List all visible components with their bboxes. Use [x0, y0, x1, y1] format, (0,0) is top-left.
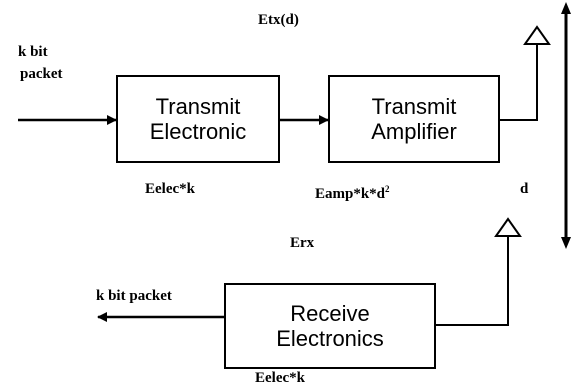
transmit-amplifier-line1: Transmit — [371, 94, 457, 119]
distance-arrow-up-head — [561, 2, 571, 14]
output-label: k bit packet — [96, 288, 172, 304]
receive-antenna-icon — [494, 217, 522, 237]
transmit-antenna-feed — [500, 44, 538, 121]
receive-electronics-line1: Receive — [290, 301, 370, 326]
receive-electronics-line2: Electronics — [276, 326, 384, 351]
input-label-line1: k bit — [18, 44, 48, 60]
transmit-amplifier-box: Transmit Amplifier — [328, 75, 500, 163]
receive-antenna-feed — [436, 236, 509, 326]
receive-electronics-box: Receive Electronics — [224, 283, 436, 369]
distance-label: d — [520, 181, 529, 197]
transmit-electronic-line1: Transmit — [155, 94, 241, 119]
transmit-electronic-line2: Electronic — [149, 119, 247, 144]
distance-arrow-down-head — [561, 237, 571, 249]
etx-label: Etx(d) — [258, 12, 299, 28]
transmit-amplifier-line2: Amplifier — [371, 119, 457, 144]
eelec-tx-label: Eelec*k — [145, 181, 195, 197]
eamp-exponent: 2 — [385, 184, 390, 194]
transmit-antenna-icon — [523, 25, 551, 45]
input-label-line2: packet — [20, 66, 63, 82]
eamp-label-text: Eamp*k*d — [315, 186, 386, 202]
eelec-rx-label: Eelec*k — [255, 370, 305, 386]
erx-label: Erx — [290, 235, 315, 251]
eamp-label: Eamp*k*d2 — [315, 181, 390, 203]
transmit-electronic-box: Transmit Electronic — [116, 75, 280, 163]
